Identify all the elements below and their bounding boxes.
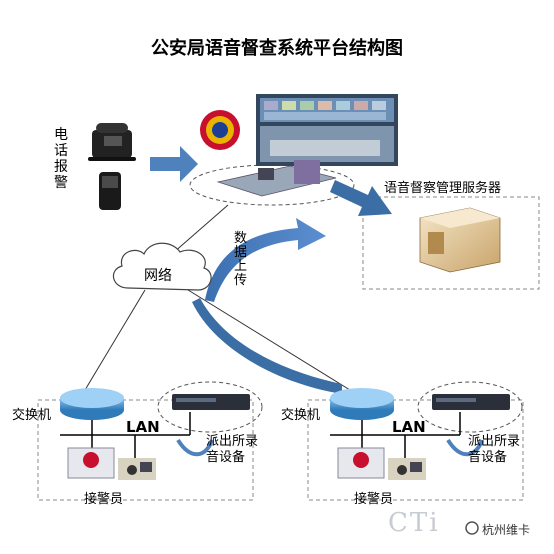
data-upload-label: 数据上传 bbox=[234, 231, 248, 288]
lan-bus-left bbox=[60, 412, 191, 458]
switch-left-label: 交换机 bbox=[12, 408, 52, 423]
server-zone-box bbox=[362, 196, 540, 290]
watermark-brand: 杭州维卡 bbox=[482, 523, 531, 537]
network-cloud bbox=[112, 242, 212, 291]
brand-logo-icon bbox=[465, 521, 479, 535]
phone-to-center-arrow bbox=[150, 146, 198, 182]
center-to-server-arrow bbox=[330, 180, 392, 216]
link-network-left bbox=[84, 289, 146, 391]
recorder-left-curve-arrow bbox=[176, 438, 214, 457]
watermark-cti: CTi bbox=[388, 508, 440, 538]
network-label: 网络 bbox=[144, 268, 172, 284]
switch-right-label: 交换机 bbox=[281, 408, 321, 423]
station-right-box bbox=[307, 399, 524, 501]
phone-report-label: 电话报警 bbox=[54, 127, 68, 191]
recorder-right-curve-arrow bbox=[446, 438, 484, 457]
diagram-title: 公安局语音督查系统平台结构图 bbox=[151, 38, 403, 59]
operator-right-icon bbox=[388, 458, 426, 480]
station-sign-left-icon bbox=[67, 447, 115, 479]
recorder-right-ellipse bbox=[417, 381, 523, 433]
server-label: 语音督察管理服务器 bbox=[384, 181, 502, 196]
recorder-right-label: 派出所录音设备 bbox=[468, 434, 521, 465]
operator-left-label: 接警员 bbox=[84, 492, 124, 507]
recorder-left-icon bbox=[172, 394, 250, 410]
switch-left-icon bbox=[60, 388, 124, 420]
recorder-left-ellipse bbox=[157, 381, 263, 433]
data-upload-arrow bbox=[205, 218, 326, 302]
recorder-right-icon bbox=[432, 394, 510, 410]
server-icon bbox=[419, 207, 501, 273]
desk-phone-icon bbox=[88, 123, 136, 161]
operator-right-label: 接警员 bbox=[354, 492, 394, 507]
lan-bus-right bbox=[330, 412, 461, 458]
mobile-phone-icon bbox=[99, 172, 121, 210]
recorder-left-label: 派出所录音设备 bbox=[206, 434, 259, 465]
lan-right-label: LAN bbox=[392, 418, 426, 436]
station-sign-right-icon bbox=[337, 447, 385, 479]
link-network-right bbox=[179, 284, 351, 391]
control-center-image bbox=[256, 94, 398, 166]
lan-left-label: LAN bbox=[126, 418, 160, 436]
network-to-station-sweep bbox=[192, 298, 342, 394]
police-badge-icon bbox=[200, 110, 240, 150]
switch-right-icon bbox=[330, 388, 394, 420]
station-left-box bbox=[37, 399, 254, 501]
operator-left-icon bbox=[118, 458, 156, 480]
workstation-cluster bbox=[216, 160, 337, 197]
